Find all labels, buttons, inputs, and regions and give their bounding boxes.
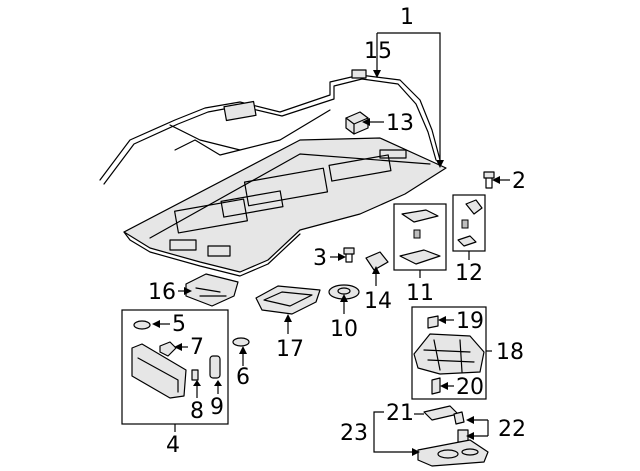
part-16-bracket[interactable]	[185, 273, 239, 307]
callout-15: 15	[364, 39, 392, 64]
part-12-lamp[interactable]	[457, 199, 483, 247]
callout-6: 6	[236, 365, 250, 390]
part-20-clip[interactable]	[431, 377, 441, 395]
part-21-lamp[interactable]	[423, 405, 459, 421]
callout-1: 1	[400, 5, 414, 30]
callout-5: 5	[172, 312, 186, 337]
part-18-console[interactable]	[413, 333, 485, 375]
callout-3: 3	[313, 246, 327, 271]
callout-labels: 1 2 3 4 5 6 7 8 9 10 11 12 13 14 15 16 1…	[148, 5, 526, 458]
part-14-bracket[interactable]	[365, 251, 389, 271]
callout-9: 9	[210, 395, 224, 420]
callout-8: 8	[190, 399, 204, 424]
part-3-screw[interactable]	[343, 247, 355, 263]
part-22-bulb[interactable]	[453, 411, 469, 443]
part-4-sunvisor[interactable]	[131, 343, 187, 399]
callout-20: 20	[456, 375, 484, 400]
part-2-screw[interactable]	[483, 171, 495, 189]
callout-12: 12	[455, 261, 483, 286]
callout-19: 19	[456, 309, 484, 334]
callout-2: 2	[512, 169, 526, 194]
box-18	[411, 306, 487, 400]
callout-22: 22	[498, 417, 526, 442]
headliner-panel[interactable]	[123, 137, 447, 277]
callout-16: 16	[148, 280, 176, 305]
part-8-clip[interactable]	[191, 369, 199, 381]
leader-lines	[152, 32, 510, 456]
callout-21: 21	[386, 401, 414, 426]
part-5-washer[interactable]	[133, 320, 151, 330]
part-7-clip[interactable]	[159, 341, 177, 357]
callout-7: 7	[190, 335, 204, 360]
part-9-cover[interactable]	[209, 355, 221, 379]
callout-11: 11	[406, 281, 434, 306]
callout-4: 4	[166, 433, 180, 458]
part-17-tray[interactable]	[255, 285, 321, 315]
part-13-clip[interactable]	[345, 111, 369, 135]
callout-18: 18	[496, 340, 524, 365]
callout-13: 13	[386, 111, 414, 136]
part-11-lamp[interactable]	[399, 209, 441, 265]
wire-harness[interactable]	[99, 69, 441, 185]
callout-17: 17	[276, 337, 304, 362]
part-19-clip[interactable]	[427, 315, 439, 329]
callout-23: 23	[340, 421, 368, 446]
callout-14: 14	[364, 289, 392, 314]
callout-10: 10	[330, 317, 358, 342]
part-6-washer[interactable]	[232, 337, 250, 347]
part-23-console[interactable]	[417, 439, 489, 467]
